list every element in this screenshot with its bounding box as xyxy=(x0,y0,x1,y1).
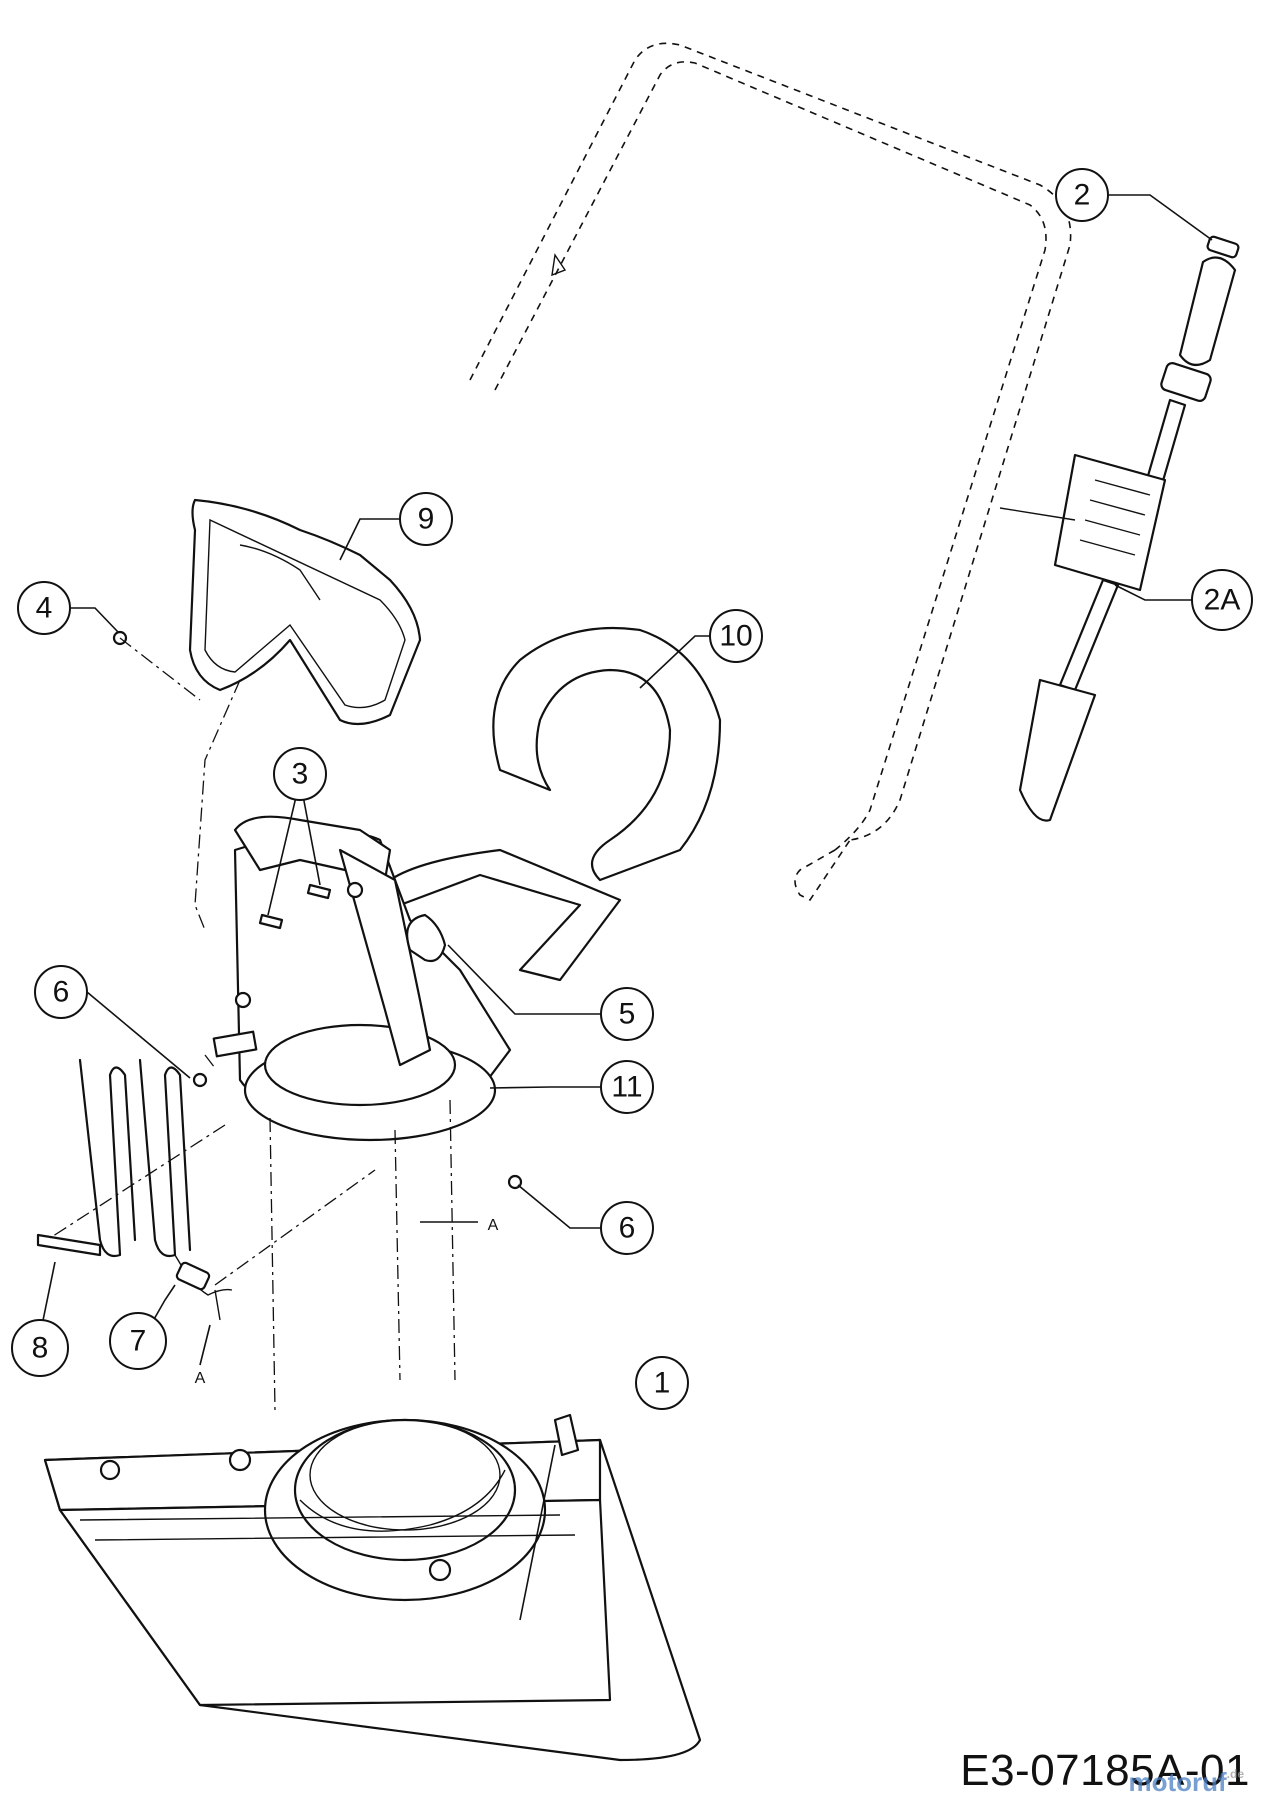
svg-text:2: 2 xyxy=(1074,179,1091,212)
callout-8: 10 xyxy=(709,609,763,663)
leader-lines xyxy=(39,194,1213,1621)
callout-11: 8 xyxy=(11,1319,69,1377)
callout-4: 4 xyxy=(17,581,71,635)
chute-housing xyxy=(212,815,512,1142)
callout-6-upper: 6 xyxy=(34,965,88,1019)
deflector-cover xyxy=(188,498,422,726)
assembly-lines xyxy=(49,637,456,1411)
callout-10: 7 xyxy=(109,1312,167,1370)
callout-2a: 2A xyxy=(1191,569,1253,631)
spring xyxy=(174,1254,233,1321)
watermark: motoruf.de xyxy=(1128,1767,1244,1798)
callout-6-lower: 6 xyxy=(600,1201,654,1255)
svg-text:3: 3 xyxy=(292,758,309,791)
callout-3: 3 xyxy=(273,747,327,801)
svg-text:7: 7 xyxy=(130,1325,147,1358)
svg-text:10: 10 xyxy=(719,620,752,653)
callout-9: 11 xyxy=(600,1060,654,1114)
deflector-handle xyxy=(388,626,722,982)
svg-text:6: 6 xyxy=(53,976,70,1009)
callout-7: 9 xyxy=(399,492,453,546)
wire-rod xyxy=(36,1058,192,1258)
reference-mark-a-lower: A xyxy=(195,1370,206,1387)
watermark-text: motoruf xyxy=(1128,1767,1227,1797)
svg-text:4: 4 xyxy=(36,592,53,625)
svg-text:2A: 2A xyxy=(1204,584,1241,617)
diagram-code: E3-07185A-01 xyxy=(960,1746,1250,1795)
reference-mark-a-upper: A xyxy=(488,1217,499,1234)
svg-text:11: 11 xyxy=(611,1071,642,1104)
reference-marks: A A xyxy=(195,1217,499,1387)
callout-2: 2 xyxy=(1055,168,1109,222)
callout-1: 1 xyxy=(635,1356,689,1410)
svg-text:5: 5 xyxy=(619,998,636,1031)
handle-outline xyxy=(469,42,1072,902)
chute-base xyxy=(43,1413,702,1762)
svg-text:8: 8 xyxy=(32,1332,49,1365)
watermark-tld: .de xyxy=(1226,1767,1244,1781)
svg-text:1: 1 xyxy=(654,1367,671,1400)
crank-rod xyxy=(999,235,1240,822)
knob xyxy=(406,913,447,963)
svg-text:6: 6 xyxy=(619,1212,636,1245)
svg-text:9: 9 xyxy=(418,503,435,536)
callout-5: 5 xyxy=(600,987,654,1041)
